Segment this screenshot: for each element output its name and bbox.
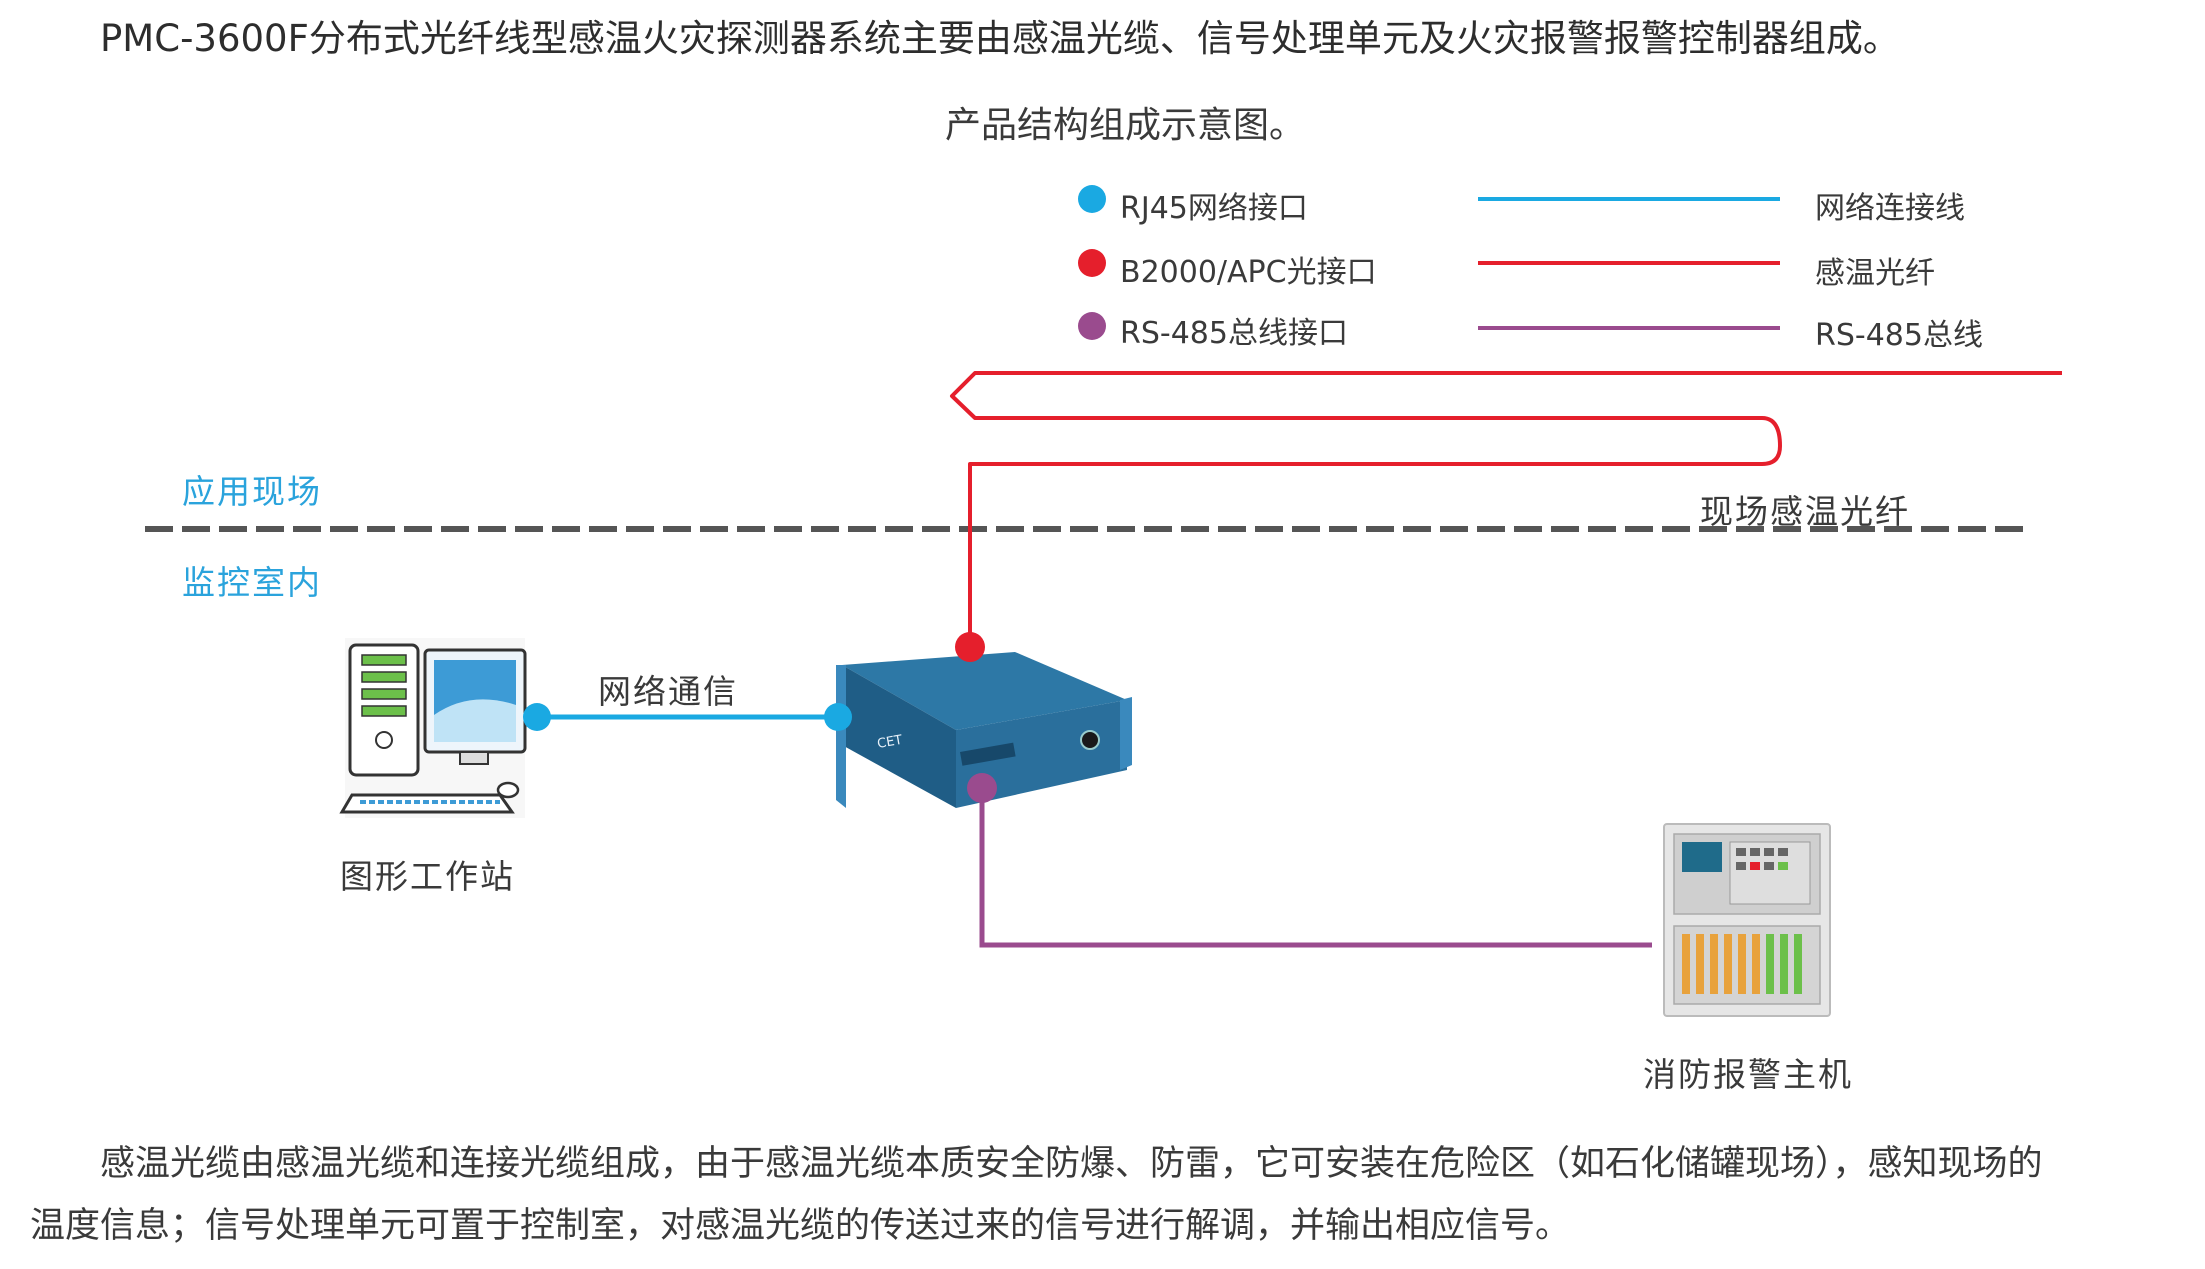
zone-label-field: 应用现场	[182, 472, 322, 511]
workstation-label: 图形工作站	[340, 857, 515, 896]
unit-rj45-port	[824, 703, 852, 731]
outro-paragraph-line1: 感温光缆由感温光缆和连接光缆组成，由于感温光缆本质安全防爆、防雷，它可安装在危险…	[100, 1144, 2043, 1184]
legend-line-rs485: RS-485总线	[1815, 318, 1983, 353]
legend-port-b2000: B2000/APC光接口	[1120, 255, 1377, 290]
outro-paragraph-line2: 温度信息；信号处理单元可置于控制室，对感温光缆的传送过来的信号进行解调，并输出相…	[30, 1206, 1571, 1246]
intro-paragraph: PMC-3600F分布式光纤线型感温火灾探测器系统主要由感温光缆、信号处理单元及…	[100, 17, 1900, 60]
diagram-caption: 产品结构组成示意图。	[945, 105, 1306, 146]
legend-port-rs485: RS-485总线接口	[1120, 316, 1348, 351]
zone-label-room: 监控室内	[182, 563, 322, 602]
sensing-fiber-line	[950, 371, 2062, 647]
legend-dot-rj45	[1078, 185, 1106, 213]
fire-panel-label: 消防报警主机	[1643, 1055, 1853, 1094]
signal-processing-unit-icon: CET	[836, 652, 1132, 808]
field-fiber-label: 现场感温光纤	[1700, 492, 1910, 531]
svg-text:CET: CET	[876, 733, 904, 752]
legend-line-network: 网络连接线	[1815, 191, 1965, 226]
unit-rs485-port	[967, 773, 997, 803]
rs485-bus-line	[979, 788, 1652, 948]
workstation-rj45-port	[523, 703, 551, 731]
legend-line-fiber: 感温光纤	[1815, 256, 1935, 291]
unit-fiber-port	[955, 632, 985, 662]
fire-alarm-panel-icon	[1663, 823, 1831, 1017]
legend-dot-rs485	[1078, 312, 1106, 340]
network-comm-label: 网络通信	[598, 672, 738, 711]
legend-port-rj45: RJ45网络接口	[1120, 191, 1308, 226]
workstation-computer-icon	[339, 638, 527, 818]
legend-dot-b2000	[1078, 249, 1106, 277]
